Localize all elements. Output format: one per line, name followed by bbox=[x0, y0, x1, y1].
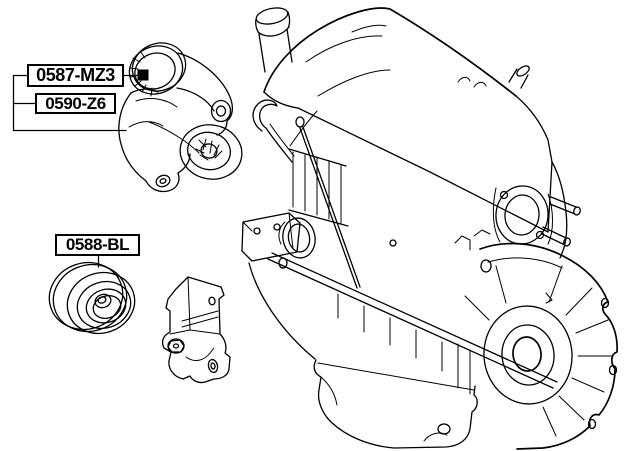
dipstick-drawing bbox=[295, 116, 361, 289]
belt-tensioner-assembly-drawing bbox=[118, 42, 243, 193]
part-location-marker bbox=[137, 69, 149, 81]
oil-filler-cap-drawing bbox=[255, 7, 293, 73]
engine-drawing bbox=[241, 7, 618, 450]
mounting-bracket-drawing bbox=[161, 276, 231, 384]
valve-cover-drawing bbox=[263, 7, 553, 233]
idler-pulley-drawing bbox=[48, 261, 136, 335]
part-number-label-tensioner-pulley: 0587-MZ3 bbox=[27, 64, 124, 87]
water-pump-drawing bbox=[278, 217, 316, 269]
engine-block-drawing bbox=[248, 99, 558, 395]
cylinder-head-drawing bbox=[289, 110, 581, 259]
part-number-label-idler-pulley: 0588-BL bbox=[55, 234, 140, 256]
bell-housing-drawing bbox=[454, 229, 618, 450]
oil-pan-drawing bbox=[313, 359, 478, 449]
label-leader-lines bbox=[12, 74, 138, 268]
part-number-label-tensioner-assembly: 0590-Z6 bbox=[35, 93, 116, 114]
